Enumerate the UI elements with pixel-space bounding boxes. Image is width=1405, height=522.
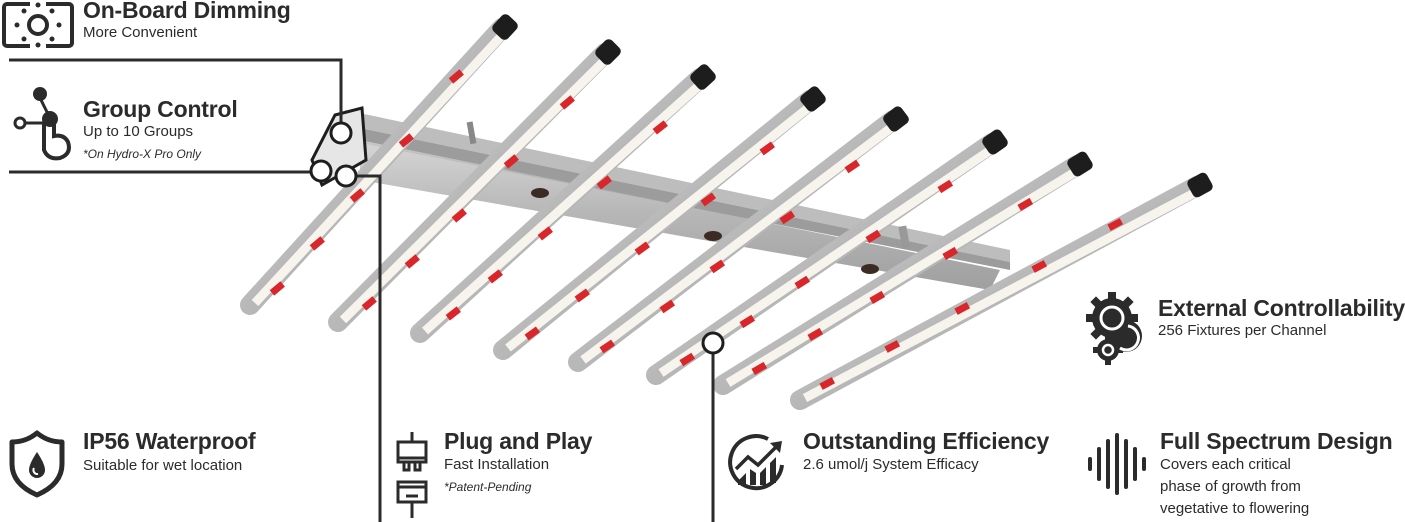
feature-title: Full Spectrum Design [1160,428,1393,454]
feature-title: Plug and Play [444,428,593,454]
feature-note: *On Hydro-X Pro Only [83,147,202,161]
feature-subtitle: Up to 10 Groups [83,123,194,140]
feature-title: IP56 Waterproof [83,428,256,454]
feature-subtitle-line: Covers each critical [1160,456,1291,473]
feature-subtitle-line: vegetative to flowering [1160,500,1310,517]
feature-group-control: Group Control Up to 10 Groups *On Hydro-… [0,84,300,164]
feature-title: Outstanding Efficiency [803,428,1050,454]
callout-dots [309,121,725,355]
light-bar [568,106,909,372]
light-bar [493,86,826,360]
feature-title: Group Control [83,96,238,122]
feature-subtitle: Suitable for wet location [83,457,243,474]
red-led-clusters [269,69,1124,390]
feature-subtitle: 2.6 umol/j System Efficacy [803,456,979,473]
feature-subtitle: Fast Installation [444,456,550,473]
light-bar [790,172,1213,410]
efficiency-chart-icon [728,434,784,491]
feature-subtitle: More Convenient [83,24,198,41]
callout-dot-dimming [329,121,353,145]
feature-dimming: On-Board Dimming More Convenient [0,0,320,50]
feature-waterproof: IP56 Waterproof Suitable for wet locatio… [0,425,300,505]
feature-title: On-Board Dimming [83,0,291,23]
callout-dot-plug [334,164,358,188]
spectrum-icon [1088,433,1146,495]
shield-drop-icon [9,430,65,498]
feature-full-spectrum: Full Spectrum Design Covers each critica… [1086,425,1405,522]
group-control-icon [13,87,71,161]
dimming-icon [2,1,74,49]
callout-dot-group [309,159,333,183]
plug-icon [396,432,428,518]
feature-efficiency: Outstanding Efficiency 2.6 umol/j System… [726,425,1066,495]
gears-icon [1086,292,1142,365]
feature-note: *Patent-Pending [444,480,532,494]
callout-lines [9,58,715,522]
feature-subtitle-line: phase of growth from [1160,478,1301,495]
callout-line-plug [356,174,382,522]
feature-external-controllability: External Controllability 256 Fixtures pe… [1086,290,1405,365]
feature-subtitle: 256 Fixtures per Channel [1158,322,1327,339]
callout-dot-efficiency [701,331,725,355]
light-bar [410,64,716,343]
feature-title: External Controllability [1158,295,1405,321]
callout-line-dimming [9,58,343,122]
feature-plug-and-play: Plug and Play Fast Installation *Patent-… [390,425,690,522]
